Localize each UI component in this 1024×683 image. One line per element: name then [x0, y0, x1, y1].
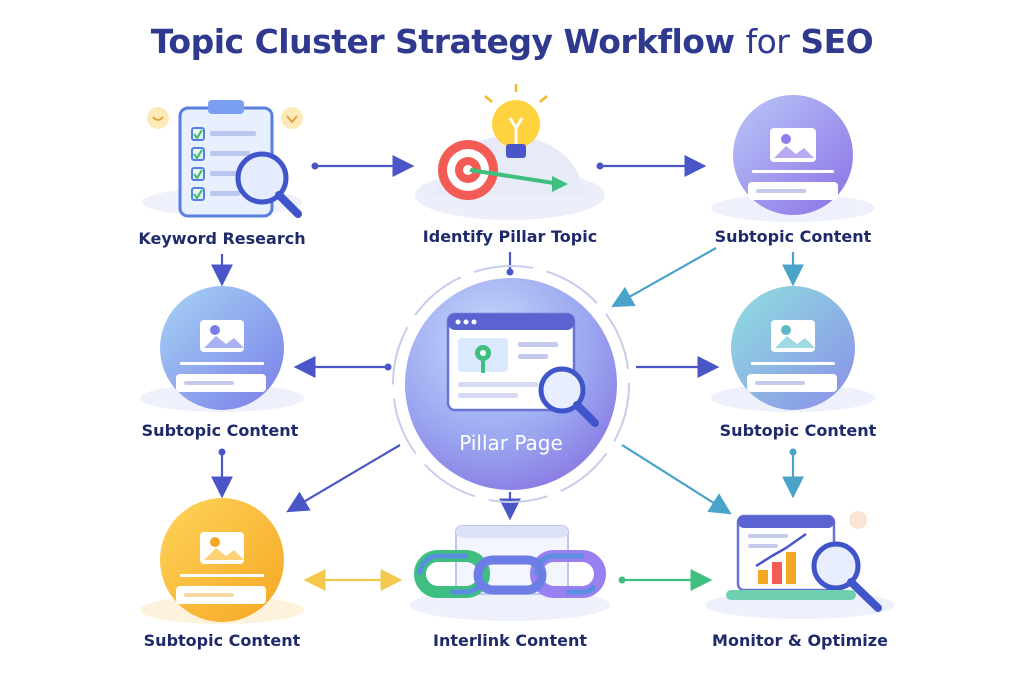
keyword-research-icon: [142, 100, 303, 218]
label-subtopic-bottom-left: Subtopic Content: [143, 631, 301, 650]
title-tail: SEO: [800, 22, 874, 61]
label-subtopic-mid-right: Subtopic Content: [719, 421, 877, 440]
label-subtopic-top-right: Subtopic Content: [714, 227, 872, 246]
label-keyword-research: Keyword Research: [138, 229, 306, 248]
subtopic-mid-right-icon: [711, 286, 875, 412]
monitor-icon: [705, 511, 895, 619]
title-main: Topic Cluster Strategy Workflow: [150, 22, 735, 61]
label-subtopic-mid-left: Subtopic Content: [141, 421, 299, 440]
title-connector: for: [745, 22, 790, 61]
arrow-pillar-to-bottom-left: [286, 444, 401, 513]
pillar-topic-icon: [415, 84, 605, 220]
label-monitor-optimize: Monitor & Optimize: [712, 631, 888, 650]
pillar-page-node: Pillar Page: [392, 265, 630, 503]
label-identify-pillar-topic: Identify Pillar Topic: [422, 227, 598, 246]
subtopic-mid-left-icon: [140, 286, 304, 412]
subtopic-top-right-icon: [711, 95, 875, 222]
pillar-page-label: Pillar Page: [459, 431, 563, 455]
subtopic-bottom-left-icon: [140, 498, 304, 624]
interlink-icon: [410, 525, 610, 621]
arrow-subtopic-to-pillar: [611, 247, 717, 308]
diagram-title: Topic Cluster Strategy Workflow for SEO: [0, 22, 1024, 61]
label-interlink-content: Interlink Content: [433, 631, 587, 650]
arrow-pillar-to-monitor: [621, 444, 732, 515]
arrows: [211, 155, 804, 591]
